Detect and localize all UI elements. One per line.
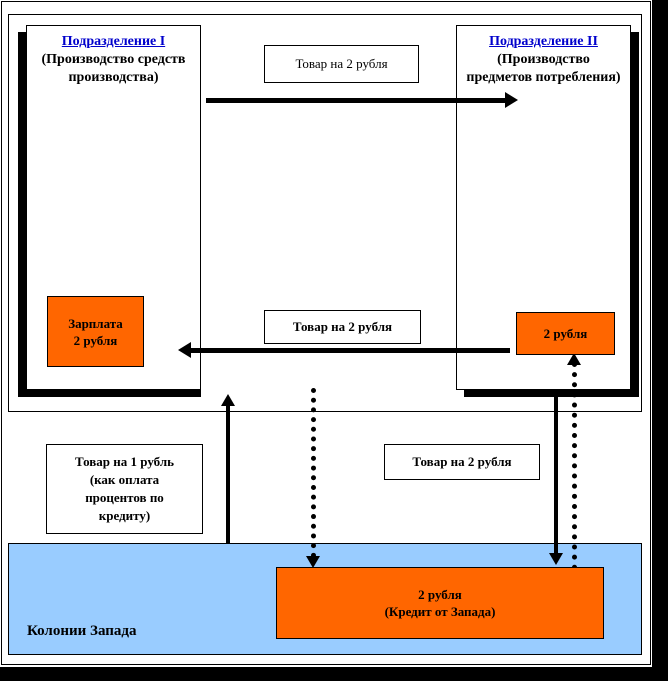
flow-dept1-to-dept2-line (206, 98, 508, 103)
money-box-salary[interactable]: Зарплата 2 рубля (47, 296, 144, 367)
money-box-credit-line2: (Кредит от Запада) (384, 604, 496, 619)
caption-goods-interest-line-1: Товар на 1 рубль (75, 454, 174, 469)
caption-goods-interest-line-3: процентов по (85, 490, 164, 505)
money-box-dept2-cash-text: 2 рубля (543, 326, 588, 341)
flow-dept2-to-colonies-line (554, 390, 558, 556)
dept-2-subtitle: (Производство предметов потребления) (466, 52, 621, 85)
money-box-salary-line1: Зарплата (68, 315, 123, 331)
colonies-label: Колонии Запада (27, 623, 137, 639)
flow-dept2-to-dept1-line (190, 348, 510, 353)
outer-frame (1, 1, 651, 665)
dept-1-title: Подразделение I (61, 34, 166, 49)
dept-1-box[interactable]: Подразделение I (Производство средств пр… (26, 25, 201, 390)
money-box-dept2-cash[interactable]: 2 рубля (516, 312, 615, 355)
flow-credit-dept2-arrowhead (567, 353, 581, 365)
caption-goods-top: Товар на 2 рубля (264, 45, 419, 83)
caption-goods-middle: Товар на 2 рубля (264, 310, 421, 344)
dept-2-title: Подразделение II (489, 34, 598, 49)
flow-colonies-to-dept1-line (226, 404, 230, 544)
frame-bar-bottom (0, 667, 668, 681)
caption-goods-top-text: Товар на 2 рубля (295, 56, 388, 71)
money-box-credit-line1: 2 рубля (418, 587, 462, 602)
flow-credit-dept2-line (572, 362, 577, 570)
flow-dept2-to-dept1-arrowhead (178, 342, 191, 358)
caption-goods-interest-line-2: (как оплата (89, 472, 160, 487)
dept-1-subtitle: (Производство средств производства) (41, 52, 186, 85)
money-box-salary-line2: 2 рубля (73, 332, 118, 348)
flow-dept1-to-dept2-arrowhead (505, 92, 518, 108)
frame-bar-right (652, 0, 668, 681)
caption-goods-middle-text: Товар на 2 рубля (292, 319, 393, 334)
caption-goods-interest: Товар на 1 рубль (как оплата процентов п… (46, 444, 203, 534)
caption-goods-bottom-right: Товар на 2 рубля (384, 444, 540, 480)
flow-credit-dept1-line (311, 388, 316, 558)
flow-credit-dept1-arrowhead (306, 556, 320, 568)
caption-goods-interest-line-4: кредиту) (98, 508, 151, 523)
flow-colonies-to-dept1-arrowhead (221, 394, 235, 406)
flow-dept2-to-colonies-arrowhead (549, 553, 563, 565)
caption-goods-bottom-right-text: Товар на 2 рубля (412, 454, 512, 469)
money-box-credit[interactable]: 2 рубля (Кредит от Запада) (276, 567, 604, 639)
